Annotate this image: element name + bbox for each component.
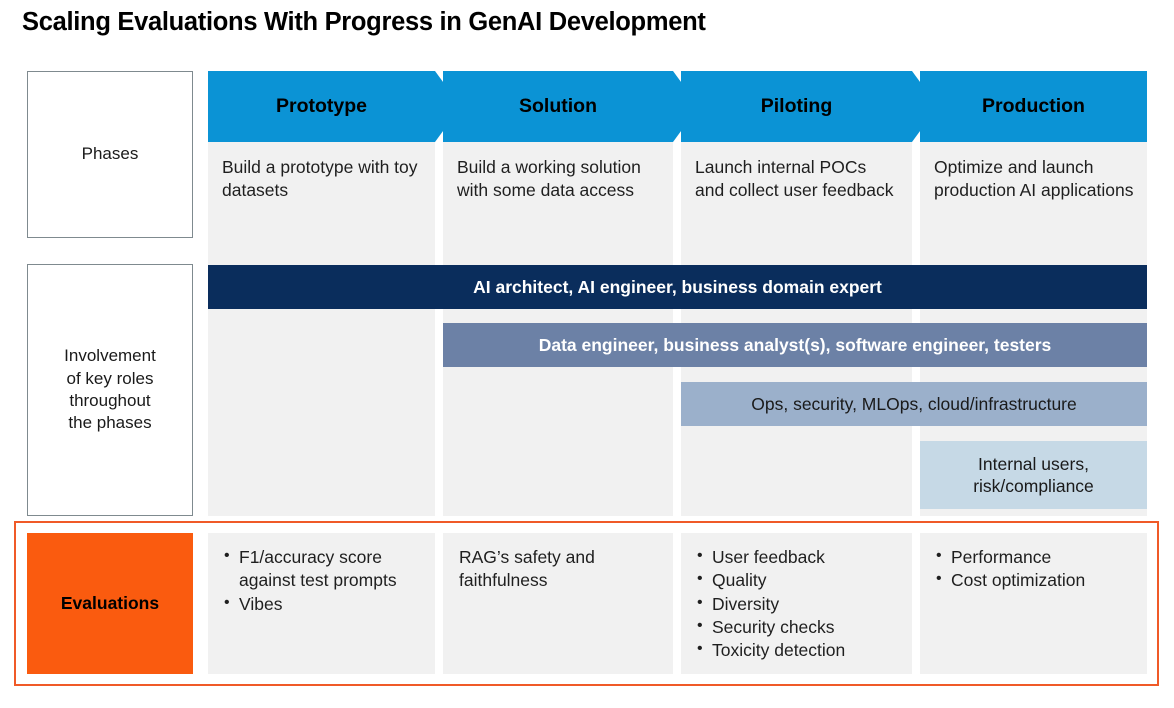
phase-header-piloting[interactable]: Piloting [681,71,938,142]
phase-header-label: Production [982,95,1085,117]
evaluations-list: PerformanceCost optimization [936,545,1137,593]
phase-header-label: Prototype [275,95,367,117]
row-label-phases-text: Phases [81,144,139,164]
phase-description-text: Launch internal POCs and collect user fe… [695,157,894,200]
phase-header-solution[interactable]: Solution [443,71,699,142]
list-item: Security checks [697,615,902,639]
evaluations-production: PerformanceCost optimization [920,533,1147,674]
role-bar-1[interactable]: AI architect, AI engineer, business doma… [208,265,1147,309]
list-item: F1/accuracy score against test prompts [224,545,425,593]
row-label-phases: Phases [27,71,193,238]
role-bar-4[interactable]: Internal users,risk/compliance [920,441,1147,509]
evaluations-list: User feedbackQualityDiversitySecurity ch… [697,545,902,662]
evaluations-piloting: User feedbackQualityDiversitySecurity ch… [681,533,912,674]
evaluations-list: RAG’s safety and faithfulness [459,546,663,593]
row-label-evaluations: Evaluations [27,533,193,674]
evaluations-prototype: F1/accuracy score against test promptsVi… [208,533,435,674]
page-title: Scaling Evaluations With Progress in Gen… [22,8,706,36]
evaluations-solution: RAG’s safety and faithfulness [443,533,673,674]
role-bar-label: Ops, security, MLOps, cloud/infrastructu… [751,393,1077,414]
list-item: Diversity [697,592,902,616]
roles-label-line-3: throughout [69,391,151,410]
phase-description-text: Build a working solution with some data … [457,157,641,200]
roles-label-line-2: of key roles [66,368,154,388]
phase-description-text: Build a prototype with toy datasets [222,157,418,200]
phase-description-prototype: Build a prototype with toy datasets [208,142,435,242]
role-bar-label: Data engineer, business analyst(s), soft… [538,334,1052,355]
role-bar-line: risk/compliance [973,476,1094,496]
list-item: User feedback [697,545,902,569]
list-item: Performance [936,545,1137,569]
phase-header-label: Solution [519,95,597,117]
row-label-roles: Involvement of key roles throughout the … [27,264,193,516]
role-bar-label: Internal users,risk/compliance [973,453,1094,498]
role-bar-label: AI architect, AI engineer, business doma… [473,276,882,297]
phase-header-label: Piloting [760,95,833,117]
role-bar-line: Internal users, [978,453,1089,474]
row-label-roles-text: Involvement of key roles throughout the … [64,345,156,435]
phase-header-prototype[interactable]: Prototype [208,71,461,142]
roles-label-line-4: the phases [68,413,152,433]
phase-header-production[interactable]: Production [920,71,1147,142]
evaluations-list: F1/accuracy score against test promptsVi… [224,545,425,616]
list-item: Cost optimization [936,568,1137,592]
role-bar-2[interactable]: Data engineer, business analyst(s), soft… [443,323,1147,367]
role-bar-3[interactable]: Ops, security, MLOps, cloud/infrastructu… [681,382,1147,426]
row-label-evaluations-text: Evaluations [60,593,160,613]
list-item: Quality [697,568,902,592]
list-item: Vibes [224,592,425,616]
roles-label-line-1: Involvement [64,346,156,366]
phase-description-production: Optimize and launch production AI applic… [920,142,1147,242]
phase-description-piloting: Launch internal POCs and collect user fe… [681,142,912,242]
phase-description-solution: Build a working solution with some data … [443,142,673,242]
phase-description-text: Optimize and launch production AI applic… [934,157,1134,200]
list-item: Toxicity detection [697,638,902,662]
list-item: RAG’s safety and faithfulness [459,547,595,591]
